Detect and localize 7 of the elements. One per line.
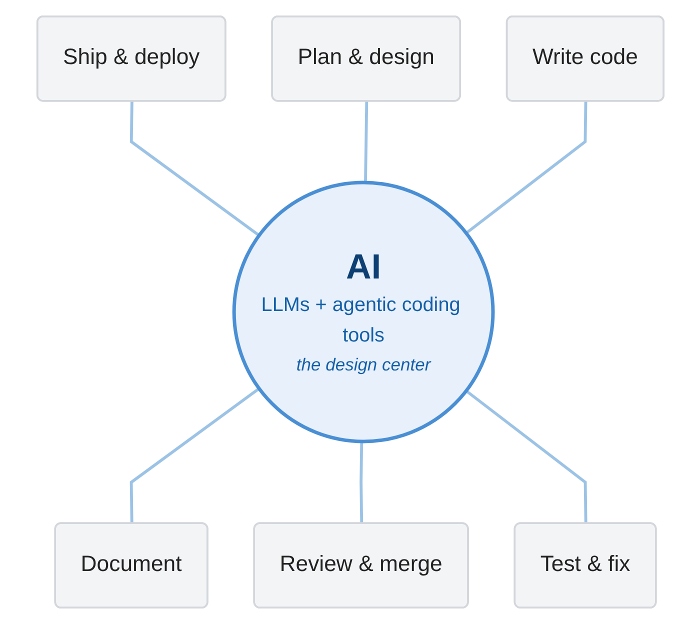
connector — [129, 387, 260, 524]
connector — [464, 390, 587, 524]
node-circle: AI LLMs + agentic coding tools the design center — [232, 180, 494, 444]
connector — [364, 101, 368, 183]
connector — [129, 101, 260, 237]
connector — [464, 101, 587, 234]
connector — [359, 441, 363, 524]
